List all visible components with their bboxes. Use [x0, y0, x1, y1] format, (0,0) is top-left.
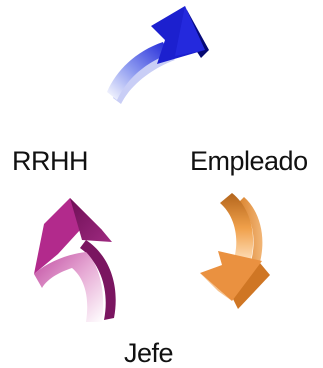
curved-arrow-orange-icon [188, 193, 278, 313]
node-label-empleado: Empleado [190, 146, 308, 176]
node-label-jefe: Jefe [124, 338, 174, 368]
node-label-rrhh: RRHH [12, 146, 89, 176]
curved-arrow-magenta-icon [20, 196, 125, 326]
curved-arrow-blue-icon [105, 6, 215, 106]
